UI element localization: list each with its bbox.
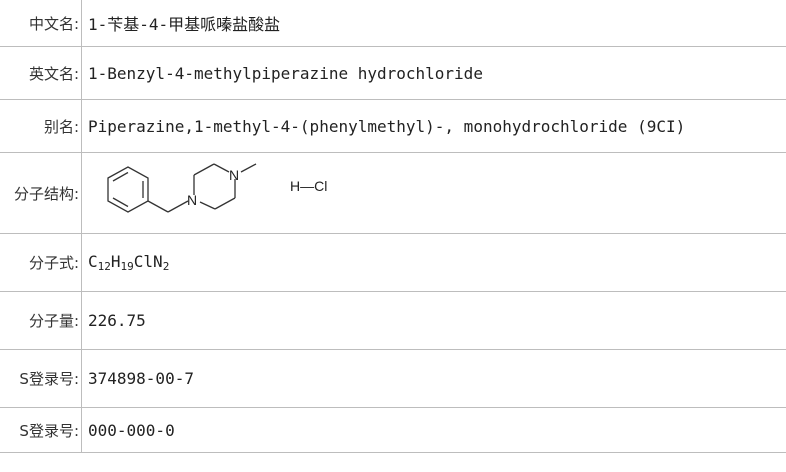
alias-value: Piperazine,1-methyl-4-(phenylmethyl)-, m… — [81, 99, 786, 153]
formula-carbon-count: 12 — [97, 260, 111, 273]
formula-value: C12H19ClN2 — [81, 233, 786, 292]
einecs-number-label: S登录号: — [0, 407, 82, 453]
chinese-name-value: 1-苄基-4-甲基哌嗪盐酸盐 — [81, 0, 786, 47]
cas-number-value: 374898-00-7 — [81, 349, 786, 408]
formula-nitrogen: N — [153, 252, 163, 271]
compound-info-table: 中文名: 1-苄基-4-甲基哌嗪盐酸盐 英文名: 1-Benzyl-4-meth… — [0, 0, 786, 453]
formula-label: 分子式: — [0, 233, 82, 292]
formula-hydrogen: H — [110, 252, 121, 271]
nitrogen-atom-label-methyl: N — [229, 167, 239, 183]
molecular-structure-diagram: N N H—Cl — [107, 163, 327, 213]
structure-label: 分子结构: — [0, 152, 82, 234]
einecs-number-value: 000-000-0 — [81, 407, 786, 453]
molecular-weight-label: 分子量: — [0, 291, 82, 350]
alias-label: 别名: — [0, 99, 82, 153]
hydrochloride-label: H—Cl — [290, 178, 327, 194]
row-einecs-number: S登录号: 000-000-0 — [0, 407, 786, 453]
formula-carbon: C — [88, 252, 98, 271]
formula-nitrogen-count: 2 — [162, 260, 170, 273]
molecular-weight-value: 226.75 — [81, 291, 786, 350]
cas-number-label: S登录号: — [0, 349, 82, 408]
row-formula: 分子式: C12H19ClN2 — [0, 233, 786, 292]
row-cas-number: S登录号: 374898-00-7 — [0, 349, 786, 408]
english-name-label: 英文名: — [0, 46, 82, 100]
english-name-value: 1-Benzyl-4-methylpiperazine hydrochlorid… — [81, 46, 786, 100]
chinese-name-label: 中文名: — [0, 0, 82, 47]
formula-chlorine: Cl — [133, 252, 154, 271]
formula-hydrogen-count: 19 — [120, 260, 134, 273]
benzene-ring — [107, 166, 149, 213]
nitrogen-atom-label: N — [187, 192, 197, 208]
row-chinese-name: 中文名: 1-苄基-4-甲基哌嗪盐酸盐 — [0, 0, 786, 47]
structure-cell: N N H—Cl — [81, 152, 786, 234]
row-molecular-weight: 分子量: 226.75 — [0, 291, 786, 350]
row-alias: 别名: Piperazine,1-methyl-4-(phenylmethyl)… — [0, 99, 786, 153]
row-english-name: 英文名: 1-Benzyl-4-methylpiperazine hydroch… — [0, 46, 786, 100]
row-structure: 分子结构: — [0, 152, 786, 234]
piperazine-bonds — [147, 163, 257, 213]
